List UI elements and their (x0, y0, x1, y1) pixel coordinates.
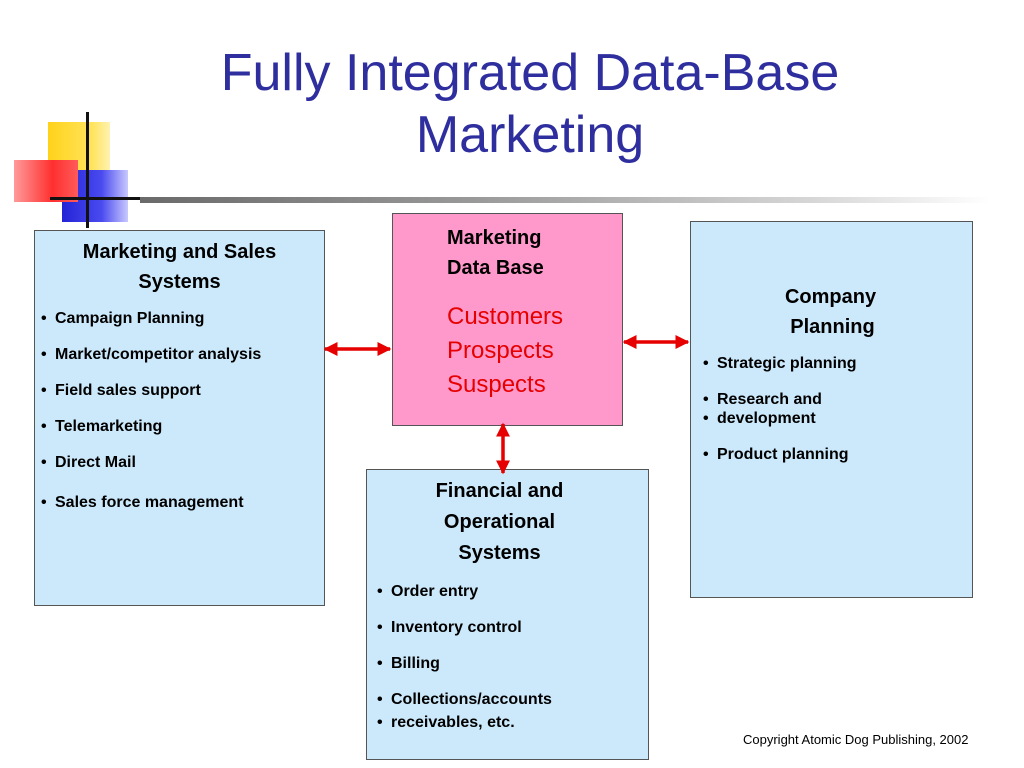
database-title-line-2: Data Base (447, 257, 544, 279)
financial-title-line-1: Financial and (435, 480, 564, 502)
list-item: Sales force management (35, 493, 324, 512)
logo-vertical-line (86, 112, 89, 228)
financial-list: Order entry Inventory control Billing Co… (371, 582, 552, 732)
financial-title: Financial and Operational Systems (367, 476, 632, 569)
logo-red-square (14, 160, 78, 202)
database-entry-prospects: Prospects (447, 337, 554, 364)
list-item: Direct Mail (35, 453, 324, 472)
company-planning-title: Company Planning (691, 282, 974, 342)
marketing-sales-title-line-2: Systems (138, 271, 221, 293)
marketing-sales-title: Marketing and Sales Systems (35, 231, 324, 297)
logo-horizontal-line (50, 197, 144, 200)
marketing-sales-list: Campaign Planning Market/competitor anal… (35, 309, 324, 512)
list-item-continuation: development (697, 409, 857, 428)
list-item: Market/competitor analysis (35, 345, 324, 364)
company-planning-list: Strategic planning Research and developm… (697, 354, 857, 464)
slide-title: Fully Integrated Data-Base Marketing (130, 42, 930, 166)
list-item: Order entry (371, 582, 552, 601)
list-item: Collections/accounts (371, 690, 552, 709)
list-item: Research and (697, 390, 857, 409)
list-item: Billing (371, 654, 552, 673)
list-item-continuation: receivables, etc. (371, 713, 552, 732)
company-planning-title-line-1: Company (784, 286, 877, 308)
list-item: Telemarketing (35, 417, 324, 436)
marketing-database-box: Marketing Data Base Customers Prospects … (392, 213, 623, 426)
marketing-sales-box: Marketing and Sales Systems Campaign Pla… (34, 230, 325, 606)
title-underline-rule (140, 197, 990, 203)
financial-title-line-3: Systems (458, 542, 541, 564)
list-item: Inventory control (371, 618, 552, 637)
database-entry-suspects: Suspects (447, 371, 546, 398)
database-title: Marketing Data Base (447, 223, 544, 283)
list-item: Campaign Planning (35, 309, 324, 328)
marketing-sales-title-line-1: Marketing and Sales (82, 241, 277, 263)
company-planning-title-line-2: Planning (790, 316, 875, 338)
slide-title-line-1: Fully Integrated Data-Base (220, 44, 840, 102)
database-entry-customers: Customers (447, 303, 564, 330)
financial-operational-box: Financial and Operational Systems Order … (366, 469, 649, 760)
list-item: Field sales support (35, 381, 324, 400)
copyright-text: Copyright Atomic Dog Publishing, 2002 (743, 732, 969, 747)
slide-title-line-2: Marketing (415, 106, 645, 164)
company-planning-box: Company Planning Strategic planning Rese… (690, 221, 973, 598)
database-entries: Customers Prospects Suspects (447, 300, 563, 402)
financial-title-line-2: Operational (443, 511, 556, 533)
database-title-line-1: Marketing (447, 227, 542, 249)
list-item: Product planning (697, 445, 857, 464)
list-item: Strategic planning (697, 354, 857, 373)
